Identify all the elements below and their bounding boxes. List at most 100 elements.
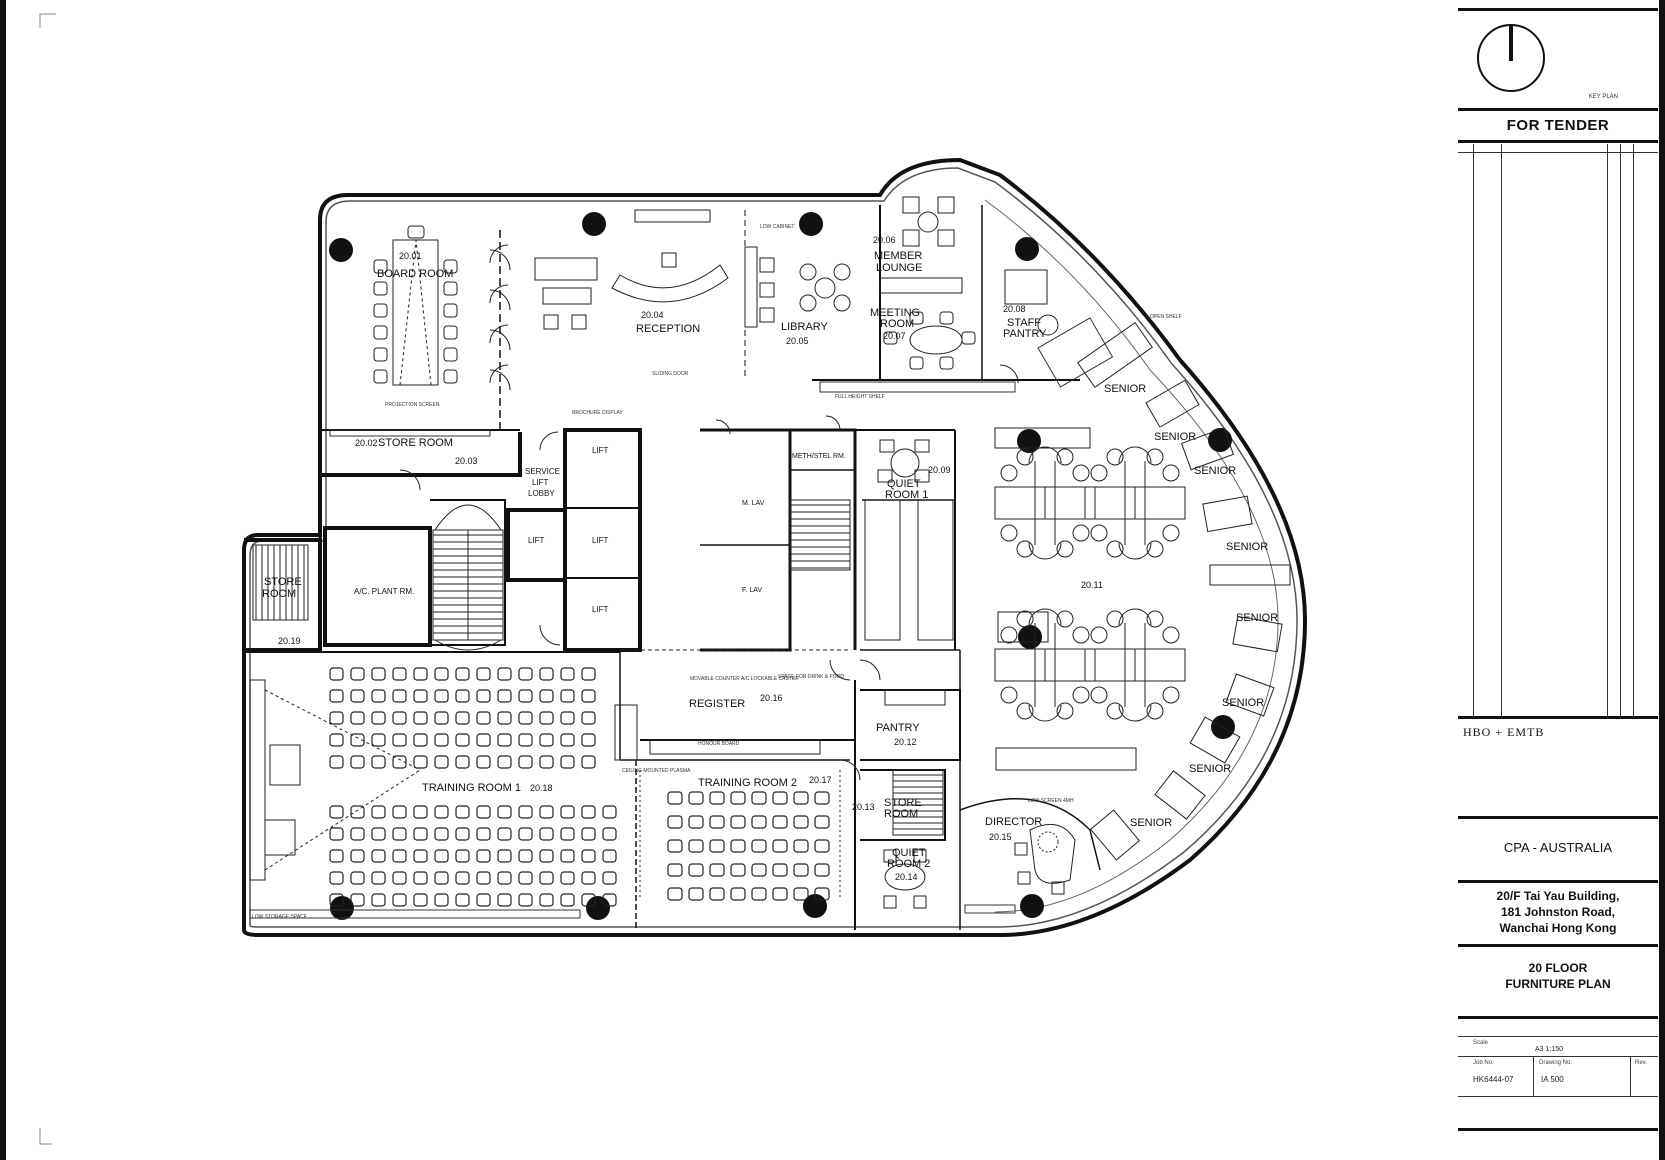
quiet-room-1-no: 20.09 xyxy=(928,465,951,475)
floor-plan: 20.01 BOARD ROOM 20.02 STORE ROOM 20.03 … xyxy=(39,13,1308,1145)
for-tender-label: FOR TENDER xyxy=(1506,117,1610,134)
tb-rev-header-line xyxy=(1458,152,1658,153)
quiet-room-2-no: 20.14 xyxy=(895,872,918,882)
training-room-fittings xyxy=(249,679,841,900)
building-inner-outline xyxy=(249,167,1298,928)
note-sliding-door: SLIDING DOOR xyxy=(652,371,689,377)
client-name: CPA - AUSTRALIA xyxy=(1503,840,1613,855)
register-counter xyxy=(614,649,850,761)
store-room-b-name1: STORE xyxy=(884,797,922,809)
pantry-name: PANTRY xyxy=(876,722,920,734)
job-label: Job No. xyxy=(1473,1060,1494,1066)
workstations xyxy=(994,427,1186,771)
tb-line-9 xyxy=(1458,1036,1658,1037)
note-space-drink: SPACE FOR DRINK & FOOD xyxy=(778,674,844,680)
senior-label-1: SENIOR xyxy=(1104,383,1146,395)
note-movable-counter: MOVABLE COUNTER A/C LOCKABLE CASTER xyxy=(690,676,799,682)
tb-line-7 xyxy=(1458,944,1658,947)
pantry-no: 20.12 xyxy=(894,737,917,747)
note-full-height-shelf: FULL HEIGHT SHELF xyxy=(835,394,885,400)
store-room-b-name2: ROOM xyxy=(884,808,918,820)
note-honour-board: HONOUR BOARD xyxy=(698,741,740,747)
director-no: 20.15 xyxy=(989,832,1012,842)
left-border xyxy=(0,0,6,1160)
member-lounge-name1: MEMBER xyxy=(874,250,922,262)
door-swings xyxy=(399,244,1019,781)
annotation-notes: LOW CABINET SLIDING DOOR BROCHURE DISPLA… xyxy=(252,224,1182,920)
store-room-a-no2: 20.03 xyxy=(455,456,478,466)
register-name: REGISTER xyxy=(689,698,745,710)
tb-bottom-line xyxy=(1458,1128,1658,1131)
quiet-pantry-furniture xyxy=(864,439,954,909)
senior-label-2: SENIOR xyxy=(1154,431,1196,443)
staff-pantry-name1: STAFF xyxy=(1007,317,1041,329)
reception-no: 20.04 xyxy=(641,310,664,320)
senior-label-7: SENIOR xyxy=(1189,763,1231,775)
tb-cell-divider-1 xyxy=(1533,1056,1534,1096)
training-room-1-no: 20.18 xyxy=(530,783,553,793)
staff-pantry-no: 20.08 xyxy=(1003,304,1026,314)
scale-value: A3 1:150 xyxy=(1535,1046,1564,1053)
register-no: 20.16 xyxy=(760,693,783,703)
drawing-value: IA 500 xyxy=(1541,1075,1564,1084)
member-lounge-name2: LOUNGE xyxy=(876,262,922,274)
scale-label: Scale xyxy=(1473,1040,1489,1046)
library-no: 20.05 xyxy=(786,336,809,346)
curtain-wall-right xyxy=(984,199,1279,913)
corner-marks xyxy=(39,13,56,1145)
note-ceiling-plasma: CEILING MOUNTED PLASMA xyxy=(622,768,691,774)
store-room-b-no: 20.13 xyxy=(852,802,875,812)
building-outline xyxy=(242,157,1308,937)
senior-label-6: SENIOR xyxy=(1222,697,1264,709)
meeting-room-name1: MEETING xyxy=(870,307,920,319)
staff-pantry-name2: PANTRY xyxy=(1003,328,1047,340)
tb-line-11 xyxy=(1458,1096,1658,1097)
board-room-furniture xyxy=(373,225,458,386)
tb-top-line xyxy=(1458,8,1658,11)
director-name: DIRECTOR xyxy=(985,816,1042,828)
store-room-c-name2: ROOM xyxy=(262,588,296,600)
note-low-screen: LOW SCREEN 4MH xyxy=(1028,798,1074,804)
lift-label-2: LIFT xyxy=(592,536,609,545)
senior-label-3: SENIOR xyxy=(1194,465,1236,477)
store-room-c-no: 20.19 xyxy=(278,636,301,646)
female-lav-name: F. LAV xyxy=(742,587,762,594)
rev-label: Rev. xyxy=(1635,1060,1647,1066)
tb-col-4 xyxy=(1620,144,1621,716)
tb-line-10 xyxy=(1458,1056,1658,1057)
drawing-label: Drawing No. xyxy=(1539,1060,1573,1066)
tb-line-4 xyxy=(1458,716,1658,719)
library-name: LIBRARY xyxy=(781,321,829,333)
senior-label-5: SENIOR xyxy=(1236,612,1278,624)
drawing-title-1: 20 FLOOR xyxy=(1528,961,1588,975)
service-lift-lobby-2: LIFT xyxy=(532,478,549,487)
key-plan-label: KEY PLAN xyxy=(1588,94,1618,100)
board-room-no: 20.01 xyxy=(399,251,422,261)
meeting-room-name2: ROOM xyxy=(880,318,914,330)
address-line-3: Wanchai Hong Kong xyxy=(1499,921,1617,935)
training-room-2-no: 20.17 xyxy=(809,775,832,785)
lift-label-4: LIFT xyxy=(528,536,545,545)
store-room-a-name: STORE ROOM xyxy=(378,437,453,449)
firm-name: HBO + EMTB xyxy=(1463,725,1545,739)
store-room-a-no: 20.02 xyxy=(355,438,378,448)
training-room-1-name: TRAINING ROOM 1 xyxy=(422,782,521,794)
room-labels: 20.01 BOARD ROOM 20.02 STORE ROOM 20.03 … xyxy=(262,235,1278,882)
wall-shelving xyxy=(249,317,1114,919)
male-lav-name: M. LAV xyxy=(742,500,765,507)
job-value: HK6444-07 xyxy=(1473,1075,1514,1084)
tb-line-3 xyxy=(1458,140,1658,143)
service-lift-lobby-1: SERVICE xyxy=(525,467,560,476)
quiet-room-2-name1: QUIET xyxy=(892,847,926,859)
director-furniture xyxy=(1014,823,1076,895)
tb-line-5 xyxy=(1458,816,1658,819)
lift-label-1: LIFT xyxy=(592,446,609,455)
structural-columns xyxy=(329,212,1235,920)
note-low-storage: LOW STORAGE SPACE xyxy=(252,914,308,920)
senior-label-4: SENIOR xyxy=(1226,541,1268,553)
member-lounge-no: 20.06 xyxy=(873,235,896,245)
meterstel-rm-name: METH/STEL RM. xyxy=(792,453,846,460)
address-line-2: 181 Johnston Road, xyxy=(1500,905,1616,919)
drawing-title-2: FURNITURE PLAN xyxy=(1505,977,1611,991)
stairs xyxy=(252,499,944,836)
